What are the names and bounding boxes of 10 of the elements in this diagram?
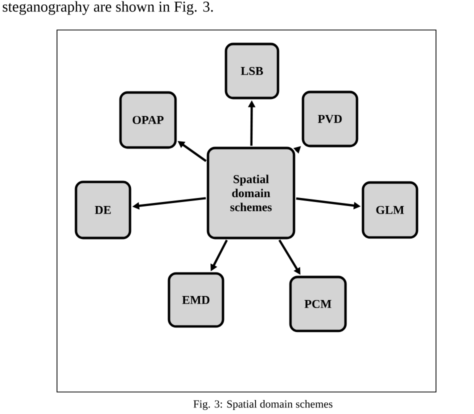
scheme-box: Spatial domain schemes (206, 146, 296, 240)
scheme-box: PVD (302, 90, 358, 148)
scheme-box: EMD (168, 272, 224, 328)
scheme-box: GLM (362, 181, 418, 239)
scheme-box: PCM (289, 276, 347, 332)
scheme-box: LSB (224, 42, 280, 100)
scheme-box: OPAP (119, 91, 177, 149)
figure-caption: Fig. 3: Spatial domain schemes (194, 400, 332, 410)
page-text: steganography are shown in Fig. 3. (2, 1, 213, 15)
scheme-box: DE (74, 180, 132, 240)
